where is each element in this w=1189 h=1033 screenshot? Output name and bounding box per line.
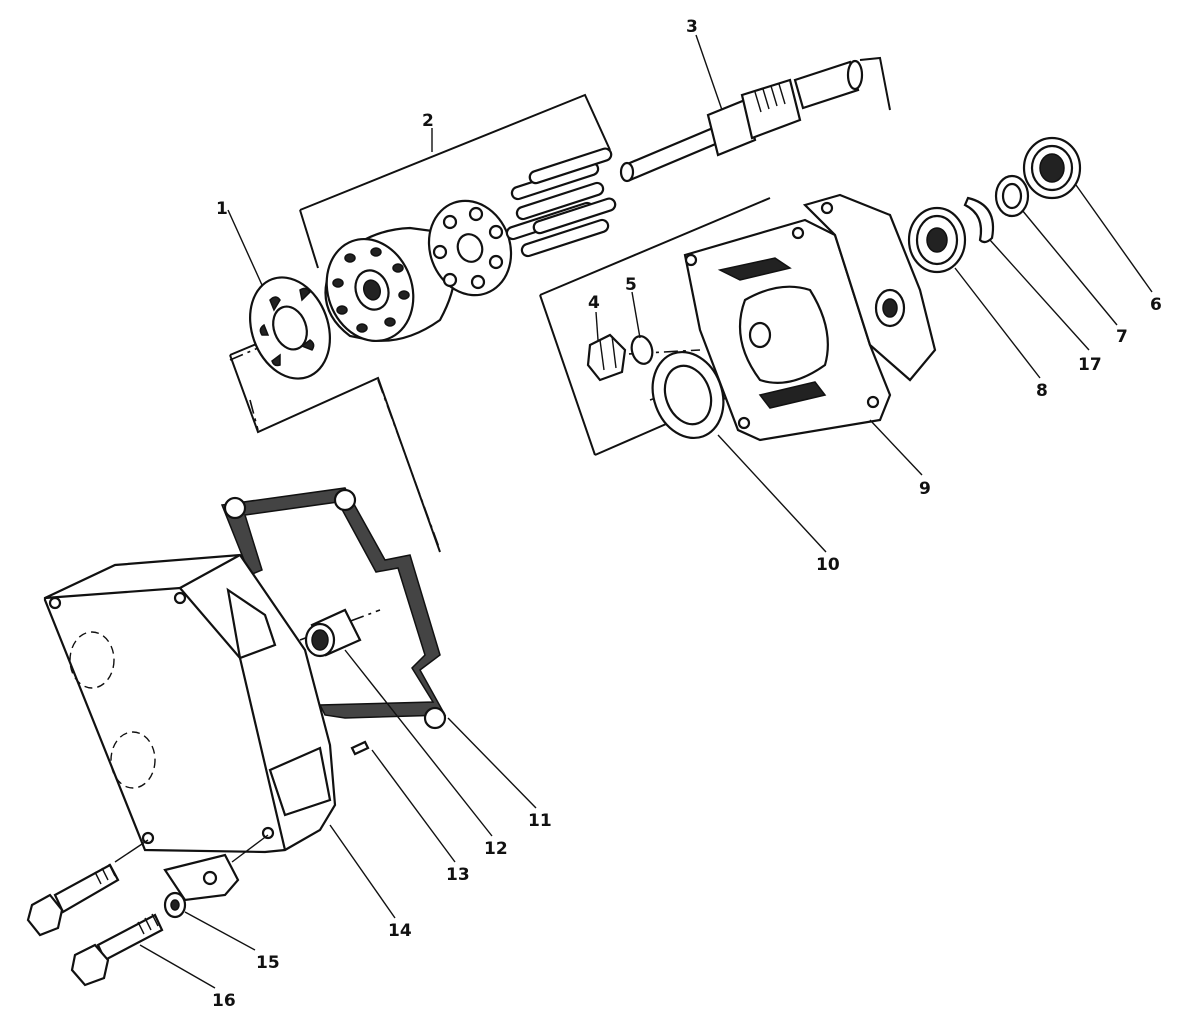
needle-bushing: [304, 608, 362, 658]
valve-plate: [249, 276, 331, 380]
pump-housing: [683, 193, 937, 442]
callout-1: 1: [216, 199, 228, 219]
dowel-pin: [350, 740, 370, 756]
callout-4: 4: [588, 293, 600, 313]
callout-5: 5: [625, 275, 637, 295]
leader-lines: [114, 34, 1153, 989]
rotating-group: [324, 147, 617, 343]
callout-7: 7: [1116, 327, 1128, 347]
callout-2: 2: [422, 111, 434, 131]
callout-10: 10: [816, 555, 840, 575]
callout-16: 16: [212, 991, 236, 1011]
callout-14: 14: [388, 921, 412, 941]
callout-9: 9: [919, 479, 931, 499]
callout-13: 13: [446, 865, 470, 885]
callout-8: 8: [1036, 381, 1048, 401]
pump-cover: [43, 553, 337, 854]
shaft-seal: [1022, 136, 1082, 200]
bolts-and-washer: [26, 853, 240, 987]
plug: [586, 333, 627, 382]
spacer-ring: [994, 174, 1030, 218]
callout-11: 11: [528, 811, 552, 831]
callout-12: 12: [484, 839, 508, 859]
callout-3: 3: [686, 17, 698, 37]
callouts: 1 2 3 4 5 6 7 8 9 10 11 12 13 14 15 16 1…: [212, 17, 1162, 1011]
snap-ring: [963, 196, 995, 244]
callout-6: 6: [1150, 295, 1162, 315]
callout-15: 15: [256, 953, 280, 973]
gasket: [220, 487, 447, 730]
ball-bearing: [907, 206, 967, 274]
callout-17: 17: [1078, 355, 1102, 375]
thrust-washer: [651, 350, 725, 440]
drive-shaft: [619, 59, 864, 183]
o-ring: [630, 335, 654, 365]
